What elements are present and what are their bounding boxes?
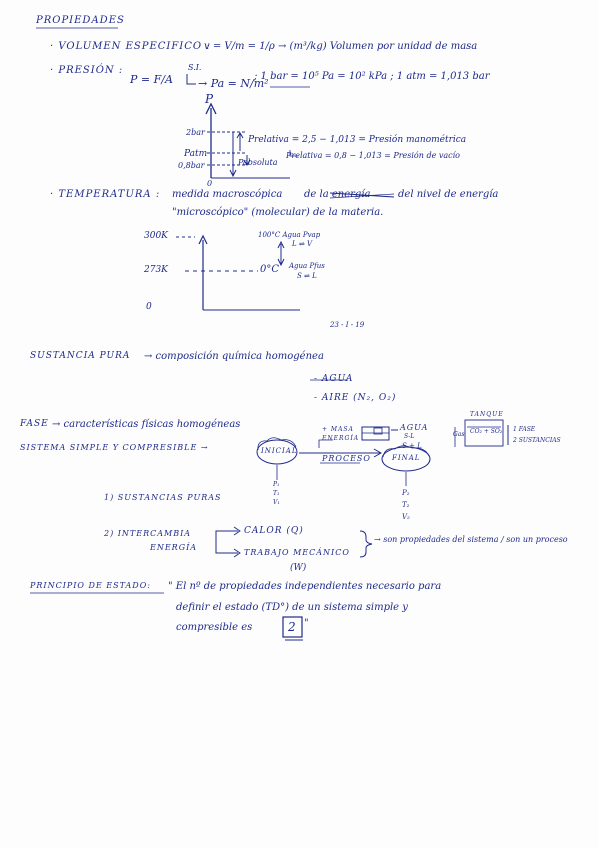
masa-label: + MASA (322, 426, 354, 433)
estado-inicial-p: P₁ (273, 481, 280, 488)
estado-inicial-v: V₁ (273, 499, 280, 506)
sistema-label: SISTEMA SIMPLE Y COMPRESIBLE → (20, 443, 209, 452)
pressure-diagram (205, 102, 298, 179)
fase-agua-sub2: S + L (402, 442, 422, 450)
principio-value: 2 (288, 620, 296, 634)
tanque-gas-label: Gas (453, 431, 465, 438)
tick-2bar: 2bar (186, 128, 205, 137)
fase-label: FASE (20, 419, 49, 429)
fase-agua: AGUA (400, 423, 429, 432)
presion-formula-b: → Pa = N/m² (198, 77, 269, 90)
sustancia-pura-text: → composición química homogénea (144, 351, 324, 362)
zero-celsius: 0°C (260, 264, 280, 275)
sustancia-pura-label: SUSTANCIA PURA (30, 351, 131, 361)
sustancia-example-aire: - AIRE (N₂, O₂) (314, 393, 397, 403)
presion-absoluta: Pabsoluta (238, 158, 278, 167)
tanque-gas: CO₂ + SO₂ (470, 428, 503, 435)
presion-formula-a: P = F/A (130, 73, 173, 86)
tick-patm: Patm (184, 149, 208, 159)
tick-300k: 300K (144, 231, 168, 241)
boil-label-a: 100°C Agua Pvap (258, 231, 321, 239)
page-heading: PROPIEDADES (36, 15, 125, 26)
fase-count: 1 FASE (513, 426, 536, 433)
axis-p-label: P (205, 92, 214, 106)
principio-line3: compresible es (176, 622, 253, 633)
estado-final-t: T₂ (402, 501, 410, 509)
presion-relativa-vacio: Prelativa = 0,8 − 1,013 = Presión de vac… (286, 151, 460, 160)
presion-relativa: Prelativa = 2,5 − 1,013 = Presión manomé… (248, 135, 467, 145)
principio-end: " (304, 618, 309, 629)
trabajo-label: TRABAJO MECÁNICO (244, 548, 350, 557)
principio-label: PRINCIPIO DE ESTADO: (30, 581, 151, 590)
freeze-label-a: Agua Pfus (289, 262, 325, 270)
fase-text: → características físicas homogéneas (52, 419, 241, 430)
proceso-label: PROCESO (322, 454, 371, 463)
temperatura-line1-a: medida macroscópica (172, 189, 283, 200)
estado-inicial: INICIAL (261, 447, 298, 455)
si-label: S.I. (188, 63, 202, 72)
tick-273k: 273K (144, 265, 168, 275)
estado-final: FINAL (392, 454, 421, 462)
estado-final-p: P₂ (402, 489, 410, 497)
estado-final-v: V₂ (402, 513, 410, 521)
volumen-formula: v = V/m = 1/ρ → (m³/kg) Volumen por unid… (204, 41, 478, 52)
sistema-diagram (215, 437, 431, 558)
trabajo-w: (W) (290, 563, 307, 573)
fase-agua-sub1: S-L (404, 433, 415, 440)
temperatura-line1-b: del nivel de energía (398, 189, 499, 200)
temperatura-line1-strike: de la energía (304, 189, 371, 200)
temperatura-label: · TEMPERATURA : (50, 189, 161, 200)
volumen-label: · VOLUMEN ESPECIFICO : (50, 41, 211, 52)
sistema-note: → son propiedades del sistema / son un p… (374, 535, 568, 544)
sustancias-count: 2 SUSTANCIAS (513, 437, 561, 444)
tanque-label: TANQUE (470, 411, 504, 418)
sustancia-example-agua: - AGUA (314, 374, 354, 384)
fase-diagrams (361, 419, 509, 447)
presion-label: · PRESIÓN : (50, 65, 124, 76)
principio-line1: " El nº de propiedades independientes ne… (168, 581, 442, 592)
temperatura-line2: "microscópico" (molecular) de la materia… (172, 207, 384, 218)
sistema-item-2a: 2) INTERCAMBIA (104, 529, 192, 538)
energia-label: ENERGÍA (322, 435, 360, 442)
estado-inicial-t: T₁ (273, 490, 280, 497)
calor-label: CALOR (Q) (244, 526, 304, 536)
boil-label-b: L ⇌ V (292, 240, 313, 248)
axis-zero-label: 0 (207, 179, 213, 188)
sistema-item-1: 1) SUSTANCIAS PURAS (104, 493, 222, 502)
principio-line2: definir el estado (TD°) de un sistema si… (176, 602, 408, 613)
presion-units: ; 1 bar = 10⁵ Pa = 10² kPa ; 1 atm = 1,0… (254, 71, 490, 82)
freeze-label-b: S ⇌ L (297, 272, 317, 280)
tick-08bar: 0,8bar (178, 161, 205, 170)
temperature-diagram (176, 234, 300, 311)
sistema-item-2b: ENERGÍA (150, 543, 198, 552)
tick-zero: 0 (146, 302, 152, 312)
note-date: 23 - I - 19 (330, 321, 365, 329)
